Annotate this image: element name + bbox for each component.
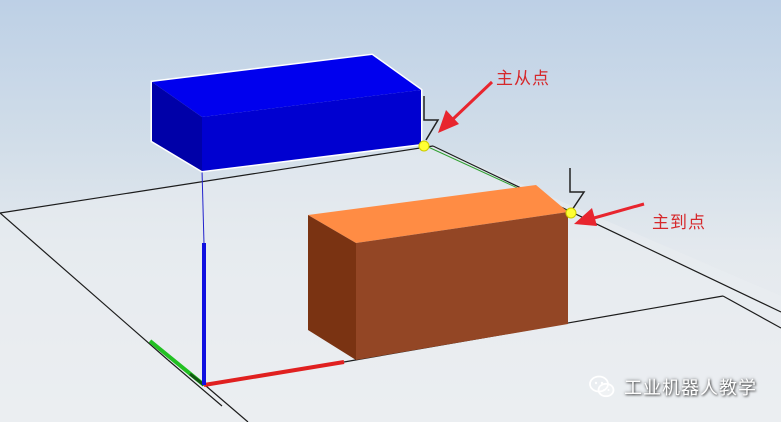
to-point-arrow (574, 202, 645, 226)
orange-box-front (356, 212, 568, 360)
blue-box[interactable] (150, 53, 423, 173)
to-point-marker[interactable] (565, 168, 586, 219)
watermark: 工业机器人教学 (588, 372, 757, 402)
blue-box-front (202, 90, 421, 171)
orange-box-left (308, 215, 356, 360)
watermark-text: 工业机器人教学 (624, 378, 757, 399)
world-frame (148, 243, 345, 387)
to-point-frame (569, 168, 586, 211)
blue-box-left (152, 82, 202, 171)
floor-grid (0, 145, 781, 422)
x-axis (203, 360, 345, 387)
wechat-icon (589, 375, 615, 398)
orange-box[interactable] (308, 185, 568, 360)
from-point-arrow (438, 80, 494, 133)
from-point-highlight (418, 140, 430, 152)
from-point-frame (423, 96, 440, 141)
link-line-vertical (201, 169, 205, 245)
to-point-label: 主到点 (652, 213, 706, 233)
from-point-label: 主从点 (496, 69, 550, 89)
orange-box-top (308, 185, 568, 243)
blue-box-top (152, 55, 421, 117)
from-point-marker[interactable] (418, 96, 440, 152)
to-point-highlight (565, 207, 577, 219)
y-axis-dark (189, 372, 205, 387)
